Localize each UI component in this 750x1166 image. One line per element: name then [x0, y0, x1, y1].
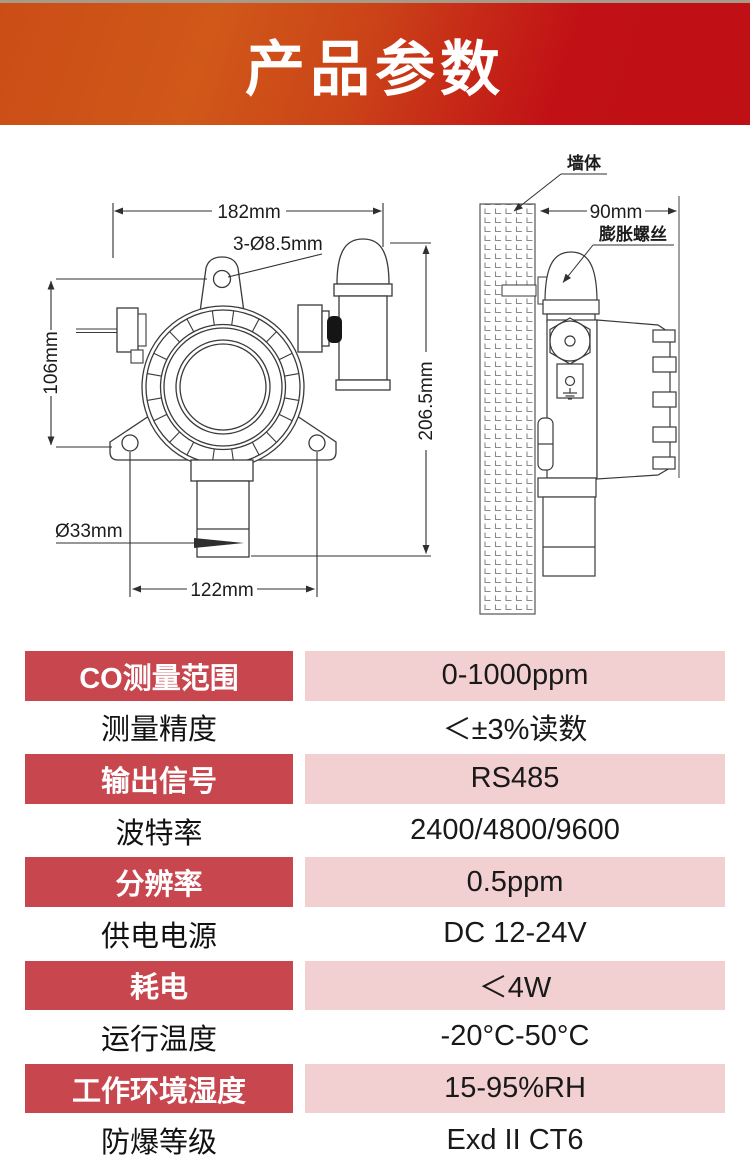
side-view: [479, 203, 677, 615]
spec-label: 工作环境湿度: [25, 1063, 293, 1114]
table-row: 输出信号 RS485: [25, 753, 725, 805]
product-dimension-diagram: 182mm 3-Ø8.5mm 106mm 206.5mm Ø33mm 122mm: [41, 153, 680, 615]
cropped-previous-section-strip: [0, 0, 750, 3]
dim-hole-spacing-label: 122mm: [190, 580, 253, 601]
header-banner: 产品参数: [0, 3, 750, 125]
table-row: 测量精度 ＜±3%读数: [25, 702, 725, 754]
spec-label: 运行温度: [100, 1023, 217, 1056]
dim-hole-callout-label: 3-Ø8.5mm: [233, 234, 323, 255]
gear-ring-teeth: [147, 310, 299, 464]
spec-label: 供电电源: [100, 920, 217, 953]
left-cable-gland: [76, 307, 147, 364]
spec-label: 波特率: [115, 817, 203, 850]
housing-side: [537, 317, 677, 480]
table-row: 运行温度 -20°C-50°C: [25, 1011, 725, 1063]
sensor-cylinder-side: [537, 477, 597, 577]
spec-value: -20°C-50°C: [440, 1020, 590, 1053]
right-junction-gland: [297, 304, 342, 353]
spec-value: 2400/4800/9600: [410, 814, 620, 847]
expansion-screw-label: 膨胀螺丝: [599, 224, 667, 244]
spec-label: CO测量范围: [25, 651, 293, 701]
dim-width-label: 182mm: [217, 202, 280, 223]
spec-label: 防爆等级: [100, 1127, 217, 1160]
alarm-beacon-front: [333, 238, 393, 391]
round-body: [141, 305, 305, 469]
spec-table: CO测量范围 0-1000ppm 测量精度 ＜±3%读数 输出信号 RS485 …: [25, 650, 725, 1166]
spec-value: 0.5ppm: [305, 857, 725, 907]
spec-value: ＜±3%读数: [442, 714, 588, 747]
spec-value: 0-1000ppm: [305, 651, 725, 701]
table-row: 耗电 ＜4W: [25, 960, 725, 1012]
side-dimensions: [513, 173, 680, 478]
table-row: 工作环境湿度 15-95%RH: [25, 1063, 725, 1115]
spec-value: ＜4W: [305, 960, 725, 1011]
dim-bracket-height-label: 106mm: [41, 331, 62, 394]
table-row: 供电电源 DC 12-24V: [25, 908, 725, 960]
top-mounting-tab: [199, 256, 245, 313]
page-title: 产品参数: [245, 35, 505, 103]
table-row: 防爆等级 Exd II CT6: [25, 1114, 725, 1166]
alarm-beacon-side: [542, 251, 600, 323]
dim-sensor-diameter-label: Ø33mm: [55, 521, 123, 542]
spec-value: RS485: [305, 754, 725, 804]
dim-depth-label: 90mm: [590, 202, 643, 223]
spec-value: 15-95%RH: [305, 1063, 725, 1114]
spec-label: 耗电: [25, 960, 293, 1011]
spec-label: 测量精度: [100, 714, 217, 747]
front-view: [76, 238, 393, 558]
spec-value: DC 12-24V: [443, 917, 587, 950]
spec-label: 分辨率: [25, 857, 293, 907]
table-row: 波特率 2400/4800/9600: [25, 805, 725, 857]
wall-label: 墙体: [567, 153, 602, 173]
front-dimensions: [47, 203, 431, 597]
dim-total-height-label: 206.5mm: [416, 361, 437, 440]
table-row: CO测量范围 0-1000ppm: [25, 650, 725, 702]
wall-section: [479, 203, 536, 615]
table-row: 分辨率 0.5ppm: [25, 856, 725, 908]
spec-label: 输出信号: [25, 754, 293, 804]
spec-value: Exd II CT6: [446, 1123, 584, 1156]
